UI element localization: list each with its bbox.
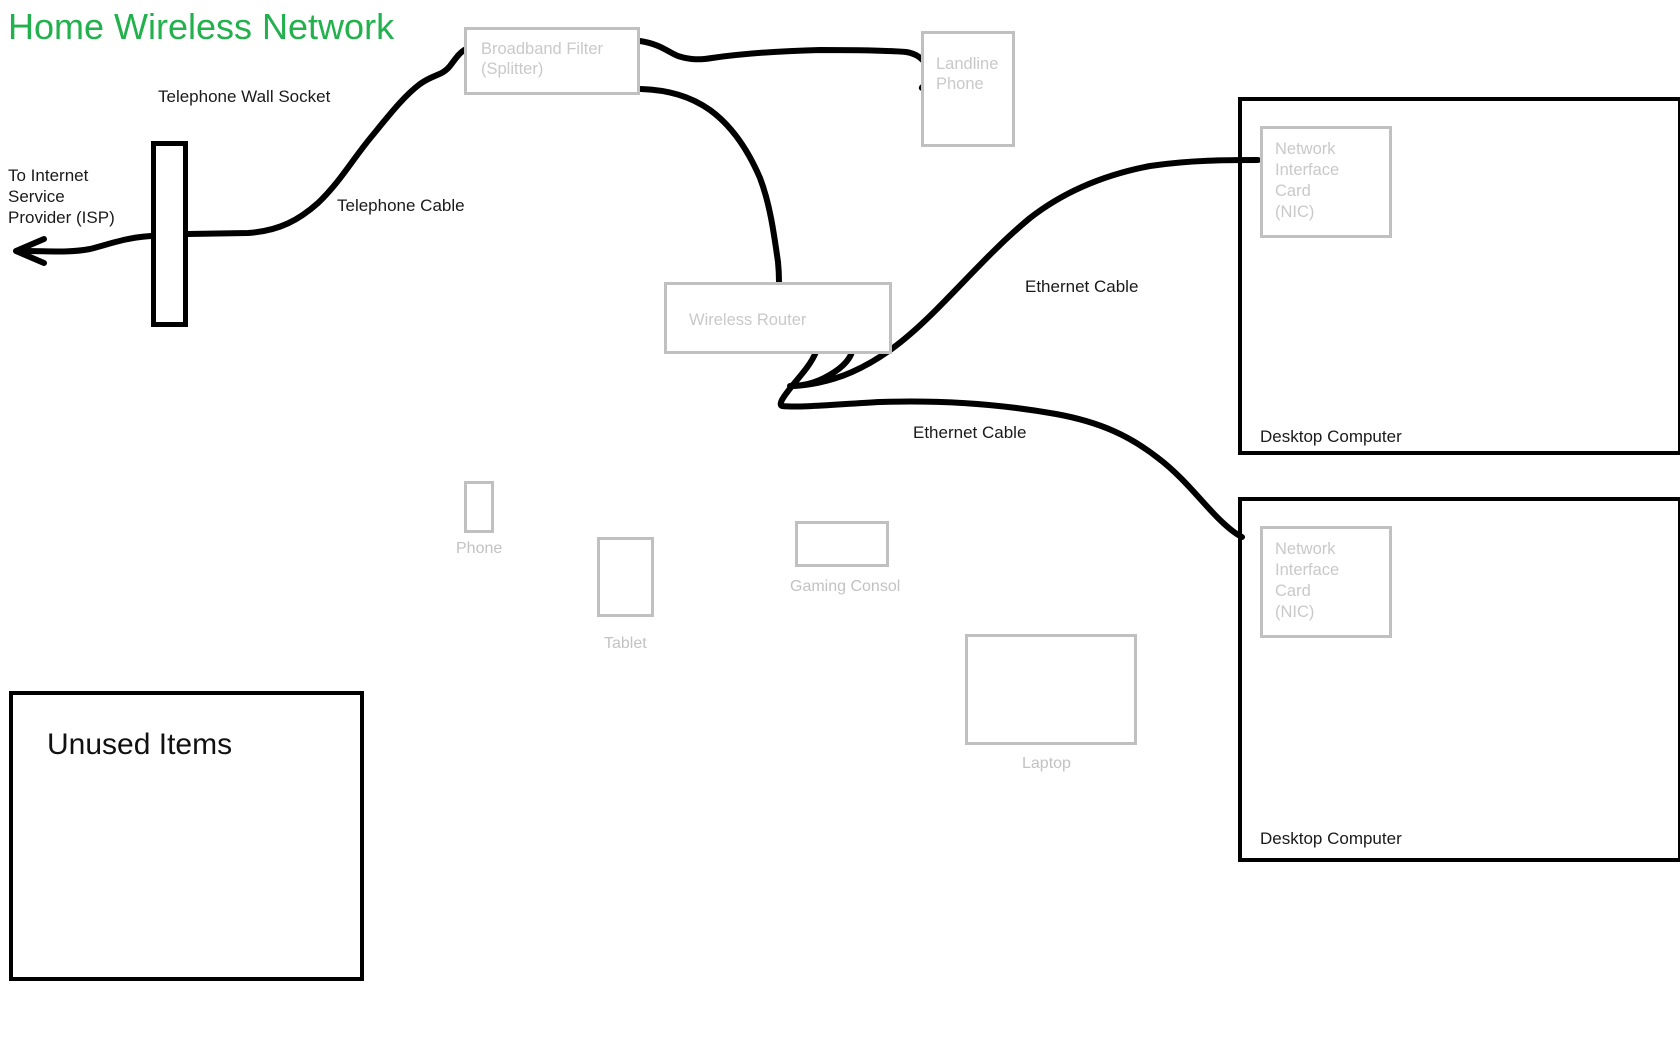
laptop-device[interactable] [965, 634, 1137, 745]
telephone-wall-socket[interactable] [151, 141, 188, 327]
gaming-console-device[interactable] [795, 521, 889, 567]
nic-top-line-4: (NIC) [1275, 203, 1315, 221]
landline-phone-label-line-1: Landline [936, 55, 999, 73]
ethernet-cable-label-bottom: Ethernet Cable [913, 423, 1027, 442]
gaming-console-device-label: Gaming Consol [790, 578, 901, 595]
isp-cable [13, 233, 159, 266]
nic-box-bottom[interactable]: Network Interface Card (NIC) [1260, 526, 1392, 638]
unused-items-box[interactable]: Unused Items [9, 691, 364, 981]
ethernet-cable-bottom-path [777, 349, 1245, 540]
landline-phone-label-line-2: Phone [936, 75, 984, 93]
nic-bottom-line-1: Network [1275, 540, 1336, 558]
unused-items-title: Unused Items [47, 728, 233, 761]
telephone-cable-label: Telephone Cable [337, 196, 465, 215]
desktop-computer-top-label: Desktop Computer [1260, 427, 1402, 446]
nic-bottom-line-2: Interface [1275, 561, 1340, 579]
broadband-filter-box[interactable]: Broadband Filter (Splitter) [464, 27, 640, 95]
tablet-device[interactable] [597, 537, 654, 617]
to-isp-line-3: Provider (ISP) [8, 208, 115, 227]
filter-to-router-path [638, 86, 782, 285]
landline-phone-box[interactable]: Landline Phone [921, 31, 1015, 147]
wireless-router-box[interactable]: Wireless Router [664, 282, 892, 354]
laptop-device-label: Laptop [1022, 755, 1071, 772]
to-isp-label: To Internet Service Provider (ISP) [8, 165, 138, 228]
nic-bottom-line-4: (NIC) [1275, 603, 1315, 621]
nic-bottom-line-3: Card [1275, 582, 1311, 600]
broadband-filter-label-line-1: Broadband Filter [481, 40, 603, 58]
phone-device[interactable] [464, 481, 494, 533]
filter-to-phone-path [637, 38, 937, 91]
desktop-computer-bottom[interactable]: Network Interface Card (NIC) Desktop Com… [1238, 497, 1680, 862]
wireless-router-label: Wireless Router [689, 311, 807, 329]
desktop-computer-top[interactable]: Network Interface Card (NIC) Desktop Com… [1238, 97, 1680, 455]
nic-top-line-3: Card [1275, 182, 1311, 200]
broadband-filter-label-line-2: (Splitter) [481, 60, 544, 78]
nic-box-top[interactable]: Network Interface Card (NIC) [1260, 126, 1392, 238]
tablet-device-label: Tablet [604, 635, 647, 652]
to-isp-line-2: Service [8, 187, 65, 206]
nic-top-line-2: Interface [1275, 161, 1340, 179]
nic-top-line-1: Network [1275, 140, 1336, 158]
phone-device-label: Phone [456, 540, 503, 557]
to-isp-line-1: To Internet [8, 166, 89, 185]
ethernet-cable-label-top: Ethernet Cable [1025, 277, 1139, 296]
desktop-computer-bottom-label: Desktop Computer [1260, 829, 1402, 848]
page-title: Home Wireless Network [8, 6, 395, 47]
telephone-wall-socket-label: Telephone Wall Socket [158, 87, 331, 106]
